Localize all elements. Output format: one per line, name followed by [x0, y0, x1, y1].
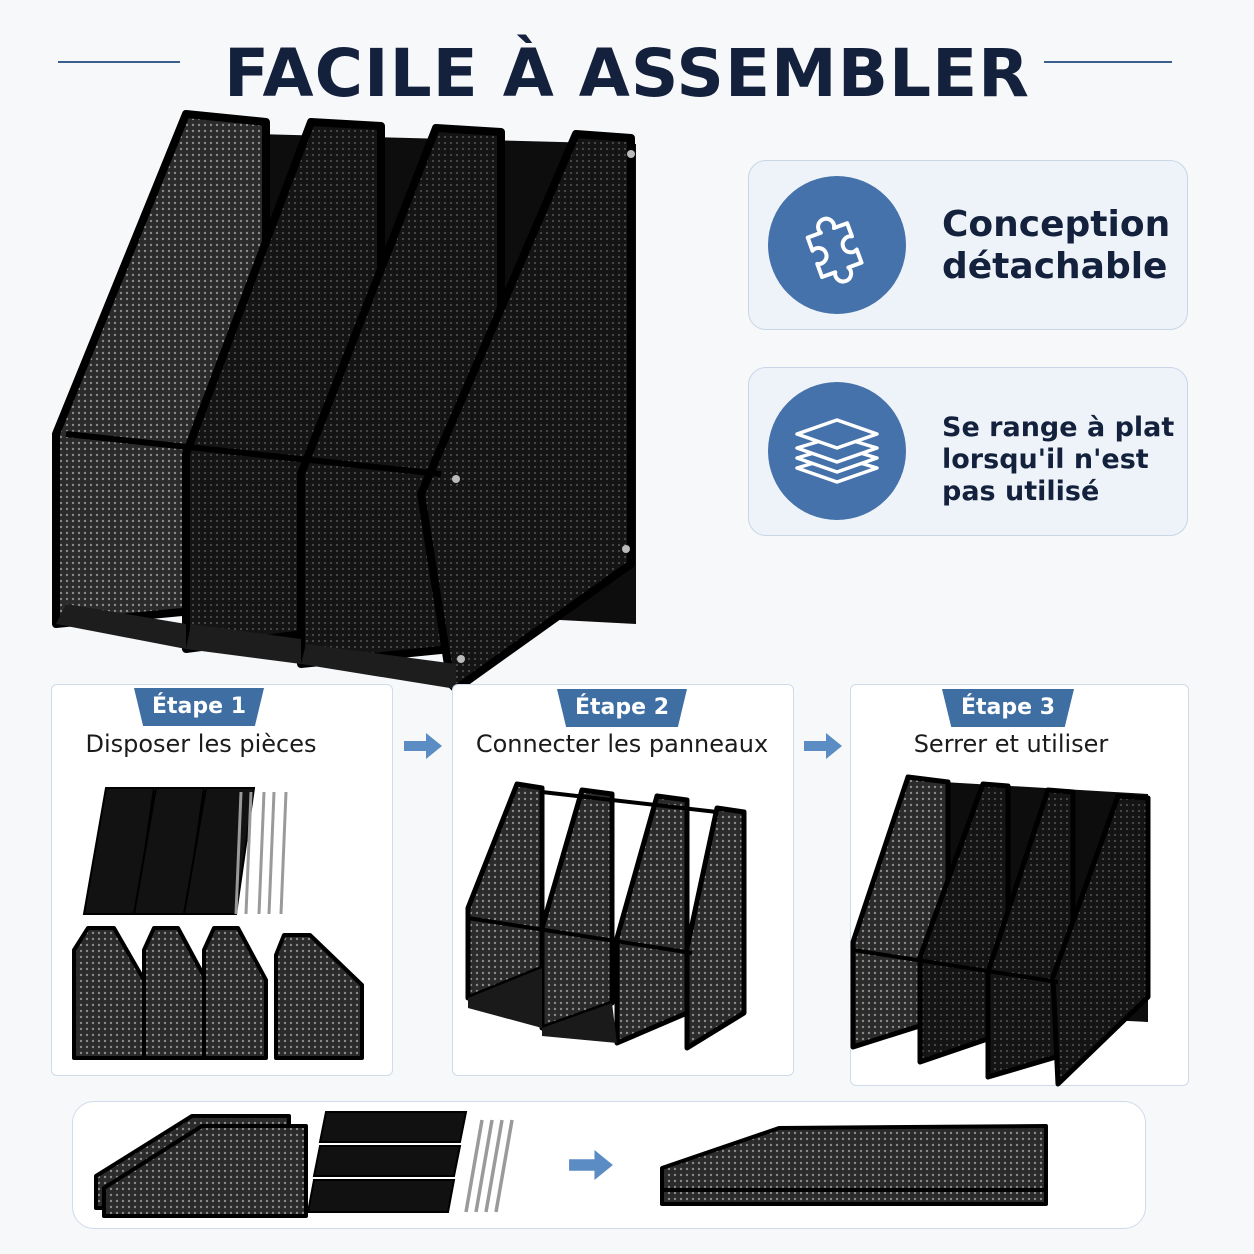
arrow-right-icon [804, 733, 842, 759]
step-badge-1: Étape 1 [134, 688, 264, 726]
file-organizer-image [52, 110, 636, 693]
step-label-2: Connecter les panneaux [475, 730, 769, 758]
puzzle-icon [805, 216, 864, 284]
title-line-right [1044, 61, 1172, 63]
step-badge-2: Étape 2 [557, 689, 687, 727]
flat-packed-image [660, 1124, 1048, 1206]
page-title: FACILE À ASSEMBLER [224, 35, 1030, 112]
feature-icon-circle [768, 176, 906, 314]
step-label-3: Serrer et utiliser [913, 730, 1109, 758]
feature-text-detachable: Conception détachable [942, 204, 1182, 288]
step-3-finished-image [850, 774, 1151, 1087]
disassembled-parts-image [94, 1111, 514, 1218]
arrow-right-icon [569, 1150, 613, 1180]
arrow-right-icon [404, 733, 442, 759]
step-1-parts-image [72, 787, 364, 1060]
feature-line: lorsqu'il n'est [942, 444, 1149, 475]
feature-line: pas utilisé [942, 476, 1100, 507]
feature-line: Conception [942, 204, 1171, 245]
feature-text-flat-storage: Se range à plat lorsqu'il n'est pas util… [942, 412, 1182, 508]
title-line-left [58, 61, 180, 63]
step-label-1: Disposer les pièces [85, 730, 317, 758]
feature-line: Se range à plat [942, 412, 1175, 443]
feature-icon-circle [768, 382, 906, 520]
step-badge-3: Étape 3 [942, 689, 1074, 727]
feature-line: détachable [942, 246, 1168, 287]
stacked-layers-icon [795, 418, 879, 484]
step-2-assembly-image [465, 781, 747, 1051]
